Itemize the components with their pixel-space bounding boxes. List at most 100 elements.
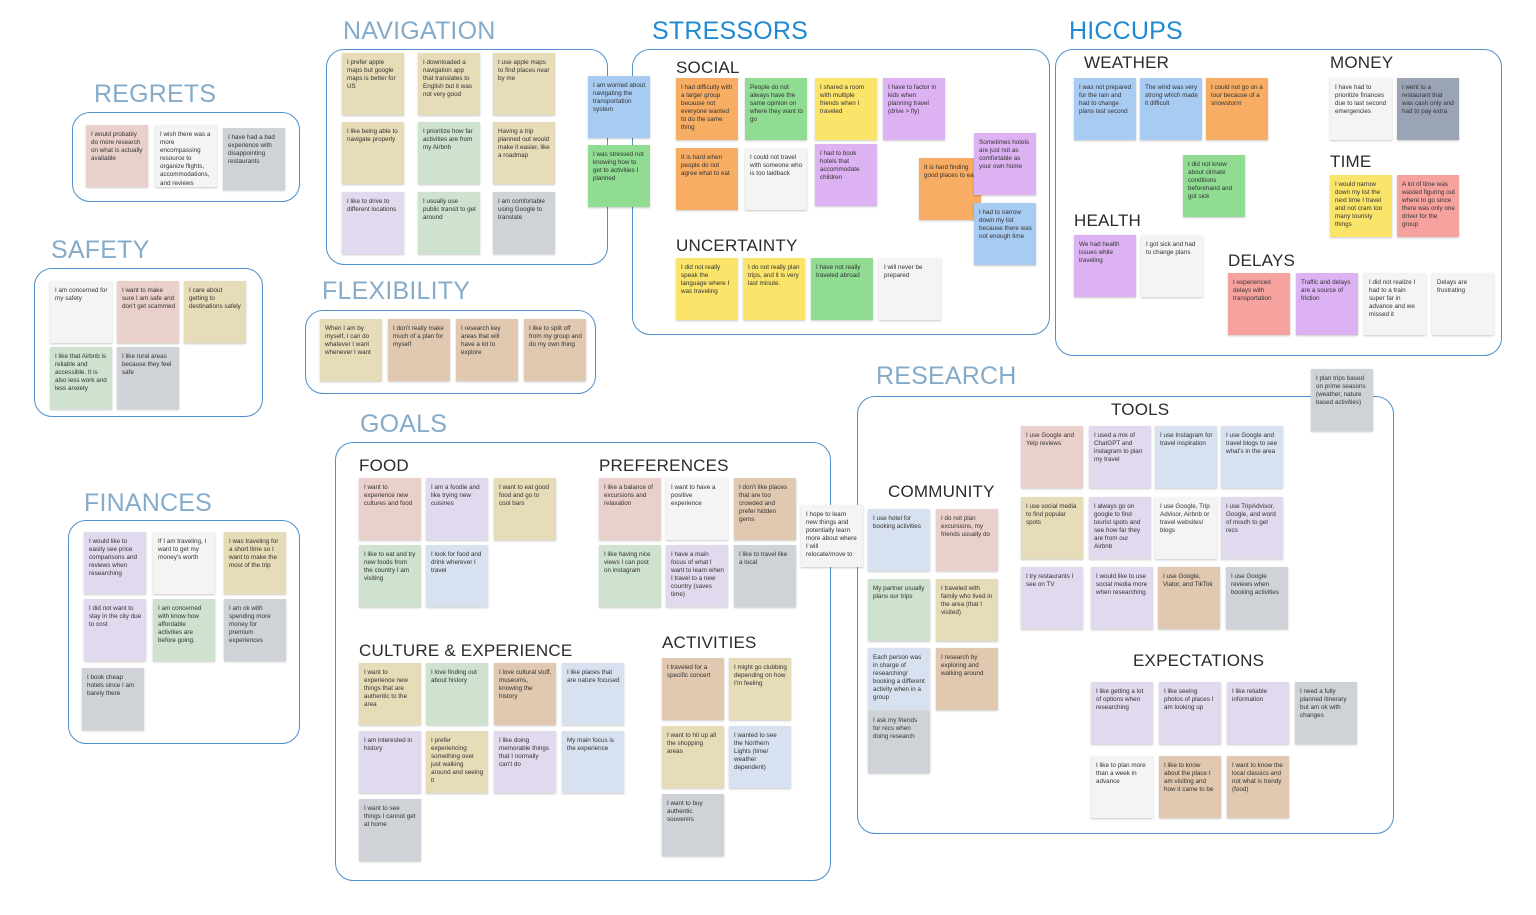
sticky-note[interactable]: It is hard when people do not agree what…	[676, 148, 738, 210]
sticky-note[interactable]: I prioritize how far activities are from…	[418, 122, 480, 184]
sticky-note[interactable]: I was not prepared for the rain and had …	[1074, 78, 1136, 140]
sticky-note[interactable]: My main focus is the experience	[562, 731, 624, 793]
sticky-note[interactable]: I downloaded a navigation app that trans…	[418, 53, 480, 115]
sticky-note[interactable]: I like to travel like a local	[734, 545, 796, 607]
sticky-note[interactable]: Having a trip planned out would make it …	[493, 122, 555, 184]
sticky-note[interactable]: I want to know the local classics and no…	[1227, 756, 1289, 818]
sticky-note[interactable]: I love cultural stuff, museums, knowing …	[494, 663, 556, 725]
sticky-note[interactable]: I prefer experiencing something over jus…	[426, 731, 488, 793]
sticky-note[interactable]: I would probably do more research on wha…	[86, 125, 148, 187]
sticky-note[interactable]: I am concerned with know how affordable …	[153, 599, 215, 661]
sticky-note[interactable]: A lot of time was wasted figuring out wh…	[1397, 175, 1459, 237]
sticky-note[interactable]: I usually use public transit to get arou…	[418, 192, 480, 254]
sticky-note[interactable]: I research by exploring and walking arou…	[936, 648, 998, 710]
sticky-note[interactable]: We had health issues while traveling	[1074, 235, 1136, 297]
sticky-note[interactable]: I need a fully planned itinerary but am …	[1295, 682, 1357, 744]
sticky-note[interactable]: I use Instagram for travel inspiration	[1155, 426, 1217, 488]
sticky-note[interactable]: I have had to prioritize finances due to…	[1330, 78, 1392, 140]
sticky-note[interactable]: I traveled with family who lived in the …	[936, 579, 998, 641]
sticky-note[interactable]: I want to eat good food and go to cool b…	[494, 478, 556, 540]
sticky-note[interactable]: I did not really speak the language wher…	[676, 258, 738, 320]
sticky-note[interactable]: I want to buy authentic souvenirs	[662, 794, 724, 856]
sticky-note[interactable]: The wind was very strong which made it d…	[1140, 78, 1202, 140]
sticky-note[interactable]: I will never be prepared	[879, 258, 941, 320]
sticky-note[interactable]: I like being able to navigate properly	[342, 122, 404, 184]
sticky-note[interactable]: Each person was in charge of researching…	[868, 648, 930, 710]
sticky-note[interactable]: I wish there was a more encompassing res…	[155, 125, 217, 187]
sticky-note[interactable]: I like that Airbnb is reliable and acces…	[50, 347, 112, 409]
sticky-note[interactable]: I am ok with spending more money for pre…	[224, 599, 286, 661]
sticky-note[interactable]: I like getting a lot of options when res…	[1091, 682, 1153, 744]
sticky-note[interactable]: I experienced delays with transportation	[1228, 273, 1290, 335]
sticky-note[interactable]: I got sick and had to change plans	[1141, 235, 1203, 297]
sticky-note[interactable]: I like doing memorable things that I nor…	[494, 731, 556, 793]
sticky-note[interactable]: I do not really plan trips, and it is ve…	[743, 258, 805, 320]
sticky-note[interactable]: I like to know about the place I am visi…	[1159, 756, 1221, 818]
sticky-note[interactable]: I use Google and Yelp reviews	[1021, 426, 1083, 488]
finances-group[interactable]	[68, 520, 300, 744]
sticky-note[interactable]: I ask my friends for recs when doing res…	[868, 711, 930, 773]
sticky-note[interactable]: I like to eat and try new foods from the…	[359, 545, 421, 607]
sticky-note[interactable]: I like reliable information	[1227, 682, 1289, 744]
research-group[interactable]	[857, 396, 1394, 834]
sticky-note[interactable]: I do not plan excursions, my friends usu…	[936, 509, 998, 571]
sticky-note[interactable]: I always go on google to find tourist sp…	[1089, 497, 1151, 559]
flexibility-group[interactable]	[305, 310, 596, 394]
goals-group[interactable]	[335, 442, 831, 881]
sticky-note[interactable]: I am worried about navigating the transp…	[588, 76, 650, 138]
sticky-note[interactable]: I like to split off from my group and do…	[524, 319, 586, 381]
sticky-note[interactable]: I look for food and drink wherever I tra…	[426, 545, 488, 607]
sticky-note[interactable]: I want to hit up all the shopping areas	[662, 726, 724, 788]
sticky-note[interactable]: I shared a room with multiple friends wh…	[815, 78, 877, 140]
sticky-note[interactable]: I research key areas that will have a lo…	[456, 319, 518, 381]
sticky-note[interactable]: Traffic and delays are a source of frict…	[1296, 273, 1358, 335]
sticky-note[interactable]: I use TripAdvisor, Google, and word of m…	[1221, 497, 1283, 559]
sticky-note[interactable]: I use Google, Trip Advisor, Airbnb or tr…	[1155, 497, 1217, 559]
sticky-note[interactable]: I could not travel with someone who is t…	[745, 148, 807, 210]
sticky-note[interactable]: I have not really traveled abroad	[811, 258, 873, 320]
sticky-note[interactable]: I was traveling for a short time so I wa…	[224, 532, 286, 594]
sticky-note[interactable]: I did not know about climate conditions …	[1183, 155, 1245, 217]
sticky-note[interactable]: I try restaurants I see on TV	[1021, 567, 1083, 629]
sticky-note[interactable]: I don't really make much of a plan for m…	[388, 319, 450, 381]
sticky-note[interactable]: I love finding out about history	[426, 663, 488, 725]
sticky-note[interactable]: I went to a restaurant that was cash onl…	[1397, 78, 1459, 140]
sticky-note[interactable]: I plan trips based on prime seasons (wea…	[1311, 369, 1373, 431]
sticky-note[interactable]: I would like to use social media more wh…	[1091, 567, 1153, 629]
sticky-note[interactable]: I like a balance of excursions and relax…	[599, 478, 661, 540]
sticky-note[interactable]: If I am traveling, I want to get my mone…	[153, 532, 215, 594]
sticky-note[interactable]: I wanted to see the Northern Lights (tim…	[729, 726, 791, 788]
sticky-note[interactable]: I have a main focus of what I want to le…	[666, 545, 728, 607]
sticky-note[interactable]: I want to make sure I am safe and don't …	[117, 281, 179, 343]
sticky-note[interactable]: It is hard finding good places to eat	[919, 158, 981, 220]
sticky-note[interactable]: I have to factor in kids when planning t…	[883, 78, 945, 140]
sticky-note[interactable]: I like having nice views I can post on i…	[599, 545, 661, 607]
sticky-note[interactable]: I was stressed not knowing how to get to…	[588, 145, 650, 207]
sticky-note[interactable]: I like to plan more than a week in advan…	[1091, 756, 1153, 818]
sticky-note[interactable]: I had to narrow down my list because the…	[974, 203, 1036, 265]
sticky-note[interactable]: I am concerned for my safety	[50, 281, 112, 343]
sticky-note[interactable]: I care about getting to destinations saf…	[184, 281, 246, 343]
sticky-note[interactable]: I use apple maps to find places near by …	[493, 53, 555, 115]
sticky-note[interactable]: I had to book hotels that accommodate ch…	[815, 144, 877, 206]
sticky-note[interactable]: I would like to easily see price compari…	[84, 532, 146, 594]
sticky-note[interactable]: I like places that are nature focused	[562, 663, 624, 725]
sticky-note[interactable]: I did not realize I had to a train super…	[1364, 273, 1426, 335]
sticky-note[interactable]: I prefer apple maps but google maps is b…	[342, 53, 404, 115]
sticky-note[interactable]: I use Google reviews when booking activi…	[1226, 567, 1288, 629]
sticky-note[interactable]: I used a mix of ChatGPT and instagram to…	[1089, 426, 1151, 488]
sticky-note[interactable]: I did not want to stay in the city due t…	[84, 599, 146, 661]
sticky-note[interactable]: I am a foodie and like trying new cuisin…	[426, 478, 488, 540]
sticky-note[interactable]: I could not go on a tour because of a sn…	[1206, 78, 1268, 140]
sticky-note[interactable]: I might go clubbing depending on how I'm…	[729, 658, 791, 720]
sticky-note[interactable]: I like rural areas because they feel saf…	[117, 347, 179, 409]
sticky-note[interactable]: I am interested in history	[359, 731, 421, 793]
sticky-note[interactable]: I use Google, Viator, and TikTok	[1158, 567, 1220, 629]
sticky-note[interactable]: I had difficulty with a larger group bec…	[676, 78, 738, 140]
sticky-note[interactable]: I want to experience new things that are…	[359, 663, 421, 725]
sticky-note[interactable]: I would narrow down my list the next tim…	[1330, 175, 1392, 237]
sticky-note[interactable]: I don't like places that are too crowded…	[734, 478, 796, 540]
sticky-note[interactable]: I am comfortable using Google to transla…	[493, 192, 555, 254]
sticky-note[interactable]: I like to drive to different locations	[342, 192, 404, 254]
